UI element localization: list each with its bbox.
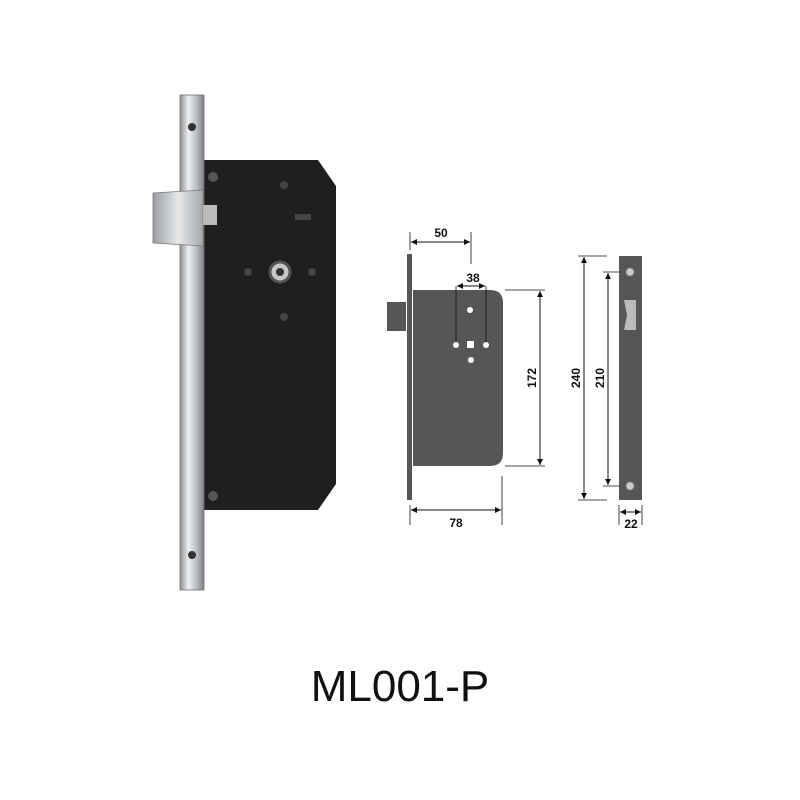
case-hole — [308, 268, 316, 276]
faceplate-drawing — [407, 254, 412, 500]
spindle-hub-center — [276, 268, 284, 276]
latch-spindle — [203, 205, 217, 225]
model-title: ML001-P — [310, 662, 490, 711]
case-hole — [244, 268, 252, 276]
case-screw-hole — [208, 172, 218, 182]
case-slot — [295, 214, 311, 220]
dim-backset: 50 — [434, 226, 448, 240]
lock-photo — [152, 94, 336, 591]
case-hole — [280, 181, 288, 189]
dim-faceplate-length: 240 — [569, 368, 583, 388]
faceplate-screw-hole-top — [188, 123, 196, 131]
case-hole — [280, 313, 288, 321]
side-view-drawing — [387, 232, 545, 525]
dim-case-depth: 78 — [449, 516, 463, 530]
faceplate-screw-hole-bottom — [188, 551, 196, 559]
latch-drawing — [387, 302, 406, 331]
dim-case-height: 172 — [525, 368, 539, 388]
dim-faceplate-width: 22 — [624, 517, 638, 531]
lock-body-photo — [203, 160, 336, 510]
faceplate-front-drawing — [619, 256, 642, 500]
case-drawing — [413, 290, 503, 466]
case-screw-hole — [208, 491, 218, 501]
dim-fixing-hole-spacing: 210 — [593, 368, 607, 388]
latch-bolt-photo — [152, 189, 204, 247]
front-view-drawing — [578, 255, 643, 525]
faceplate-photo — [179, 94, 205, 591]
dim-hub-spacing: 38 — [466, 271, 480, 285]
